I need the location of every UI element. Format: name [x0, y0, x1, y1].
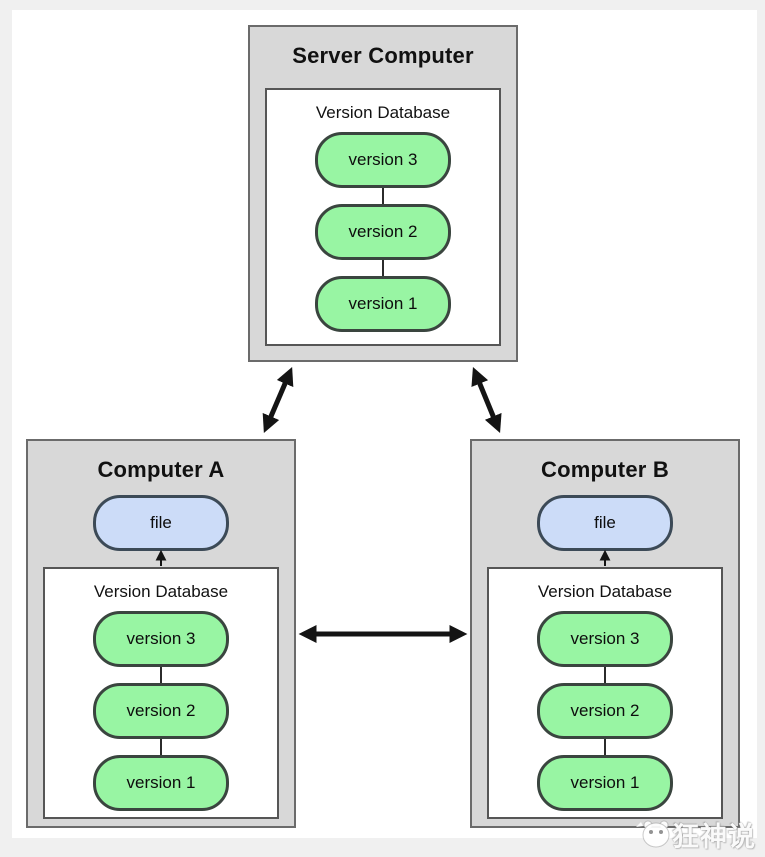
computer-a-box: Computer A file Version Database version… [26, 439, 296, 828]
version-database-label: Version Database [315, 103, 451, 122]
version-database-label: Version Database [93, 582, 229, 601]
computer-a-version-database-box: Version Database version 3 version 2 ver… [43, 567, 279, 819]
server-computer-title: Server Computer [292, 43, 474, 68]
version-database-label: Version Database [537, 582, 673, 601]
version-connector [382, 188, 384, 204]
version-connector [160, 667, 162, 683]
computer-b-version-database-box: Version Database version 3 version 2 ver… [487, 567, 723, 819]
version-node: version 3 [93, 611, 229, 667]
server-version-database-box: Version Database version 3 version 2 ver… [265, 88, 501, 346]
version-node: version 1 [93, 755, 229, 811]
version-node: version 2 [537, 683, 673, 739]
arrow-server-computer-a [262, 367, 294, 433]
arrow-server-computer-b [471, 367, 502, 433]
computer-b-title: Computer B [541, 457, 669, 482]
version-connector [604, 739, 606, 755]
version-connector [160, 739, 162, 755]
version-node: version 3 [315, 132, 451, 188]
file-node: file [537, 495, 673, 551]
version-node: version 2 [93, 683, 229, 739]
version-connector [604, 667, 606, 683]
computer-b-box: Computer B file Version Database version… [470, 439, 740, 828]
computer-a-title: Computer A [97, 457, 225, 482]
server-computer-box: Server Computer Version Database version… [248, 25, 518, 362]
version-node: version 1 [537, 755, 673, 811]
version-connector [382, 260, 384, 276]
version-node: version 3 [537, 611, 673, 667]
version-node: version 1 [315, 276, 451, 332]
file-node: file [93, 495, 229, 551]
version-node: version 2 [315, 204, 451, 260]
